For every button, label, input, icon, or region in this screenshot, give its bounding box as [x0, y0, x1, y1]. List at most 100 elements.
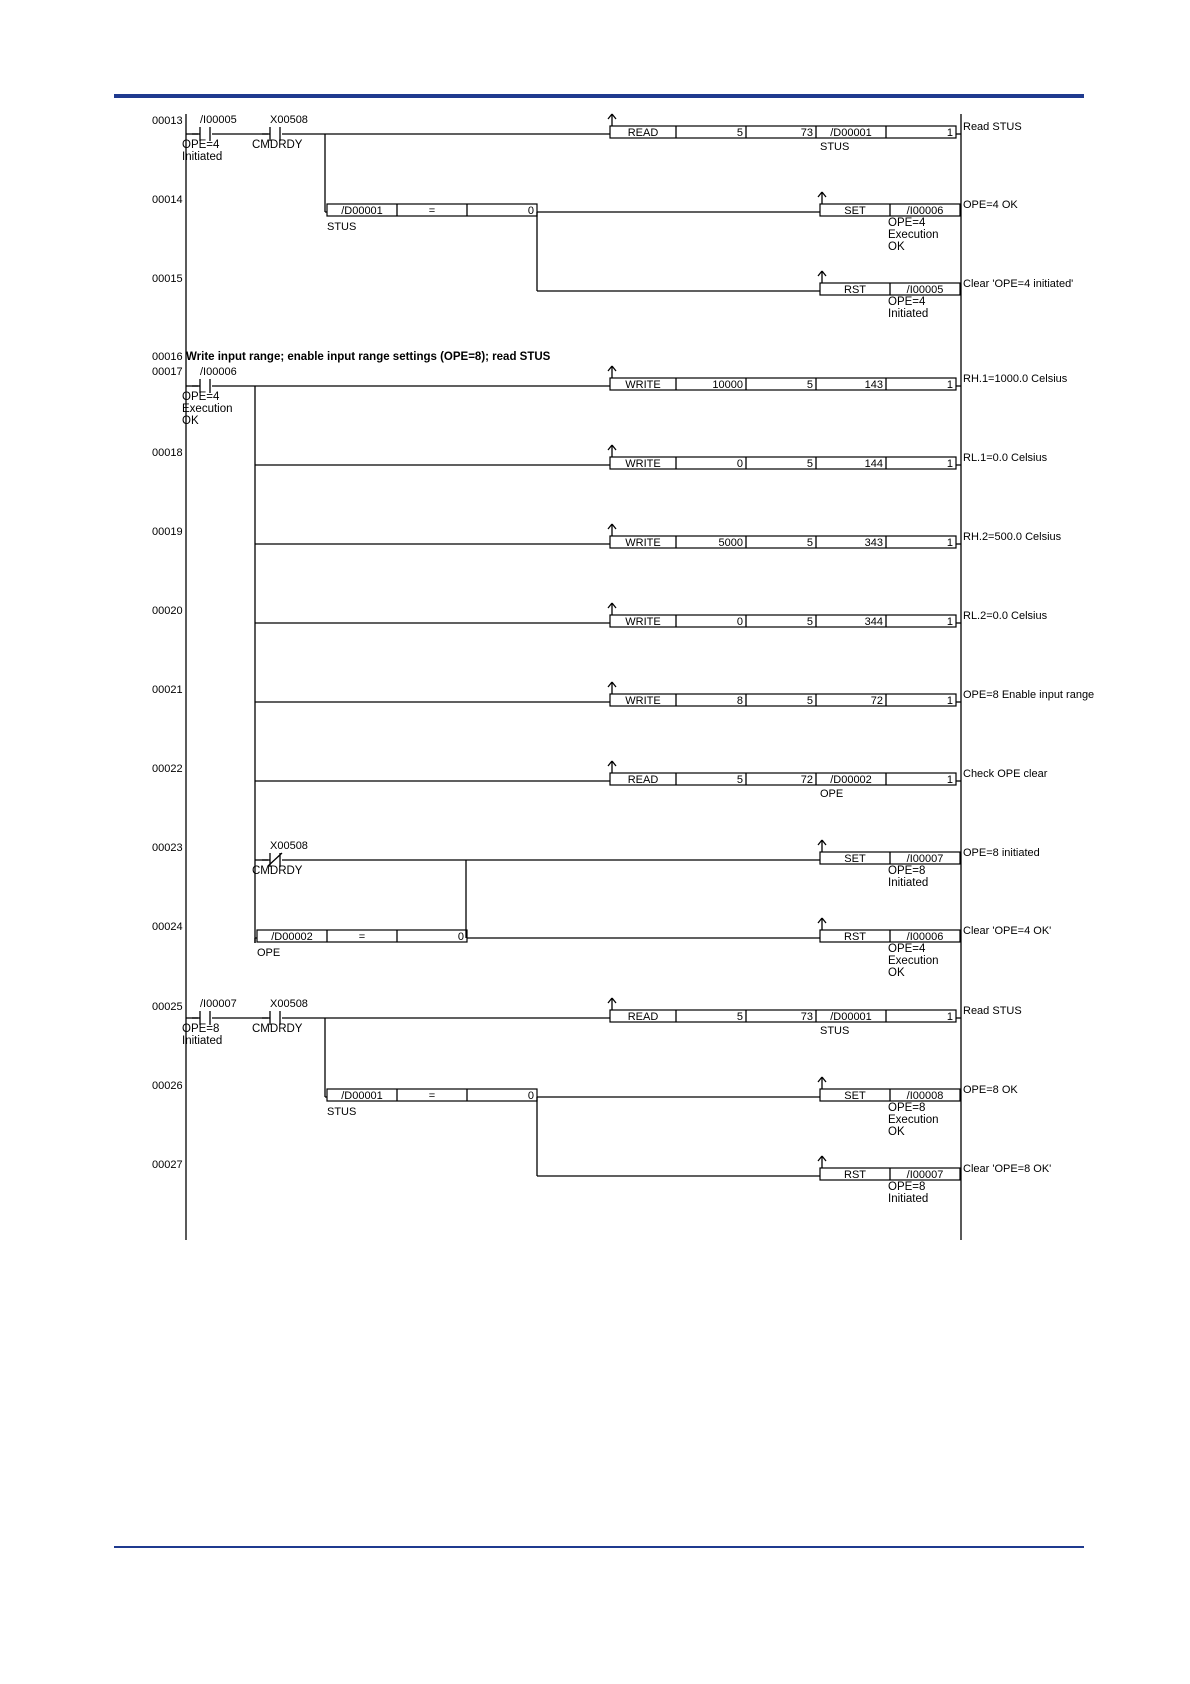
rst-i00007-operand: /I00007	[907, 1169, 944, 1181]
instruction-label: OPE	[820, 788, 843, 800]
instruction-comment: RH.2=500.0 Celsius	[963, 531, 1062, 543]
set-i00008-operand: /I00008	[907, 1090, 944, 1102]
footer-rule	[114, 1546, 1084, 1548]
instruction-write-edge	[607, 523, 613, 530]
instruction-write-value: 1	[947, 458, 953, 470]
set-i00008-cmd: SET	[844, 1090, 866, 1102]
instruction-comment: RL.2=0.0 Celsius	[963, 610, 1048, 622]
instruction-read-edge	[607, 760, 613, 767]
instruction-write-value: 0	[737, 458, 743, 470]
contact-x00508-label: CMDRDY	[252, 139, 303, 151]
instruction-read-operand: /D00002	[830, 774, 872, 786]
compare-stus-frame	[326, 203, 538, 217]
instruction-read-value: 72	[801, 774, 813, 786]
contact-i00006-label: Execution	[182, 403, 233, 415]
rung-comment: Write input range; enable input range se…	[186, 351, 551, 363]
set-i00007-edge	[821, 839, 827, 846]
contact-x00508-nc-address: X00508	[270, 840, 308, 852]
instruction-write-frame	[609, 456, 957, 470]
compare-stus-frame	[326, 1088, 538, 1102]
compare-stus-label: STUS	[327, 1106, 356, 1118]
read-stus-operand: /D00001	[830, 127, 872, 139]
header-rule	[114, 94, 1084, 98]
instruction-comment: RH.1=1000.0 Celsius	[963, 373, 1068, 385]
instruction-write-edge	[611, 444, 617, 451]
set-i00006-edge	[821, 191, 827, 198]
coil-label: OK	[888, 967, 905, 979]
instruction-write-edge	[607, 602, 613, 609]
instruction-read-frame	[609, 772, 957, 786]
write-rh1-frame	[609, 377, 957, 391]
instruction-write-cmd: WRITE	[625, 695, 660, 707]
read-stus-edge	[611, 997, 617, 1004]
rst-i00006-cmd: RST	[844, 931, 866, 943]
instruction-write-edge	[607, 444, 613, 451]
instruction-comment: OPE=8 initiated	[963, 847, 1040, 859]
rung-number: 00021	[152, 684, 183, 696]
contact-i00006-label: OK	[182, 415, 199, 427]
instruction-write-value: 5000	[719, 537, 743, 549]
instruction-write-value: 5	[807, 537, 813, 549]
instruction-write-value: 72	[871, 695, 883, 707]
set-i00008-edge	[821, 1076, 827, 1083]
contact-i00007-label: Initiated	[182, 1035, 222, 1047]
instruction-read-cmd: READ	[628, 774, 659, 786]
rung-number: 00023	[152, 842, 183, 854]
instruction-write-cmd: WRITE	[625, 616, 660, 628]
write-rh1-value: 10000	[712, 379, 743, 391]
rung-number: 00022	[152, 763, 183, 775]
set-i00006-operand: /I00006	[907, 205, 944, 217]
instruction-comment: RL.1=0.0 Celsius	[963, 452, 1048, 464]
rung-number: 00019	[152, 526, 183, 538]
rst-i00006-edge	[821, 917, 827, 924]
instruction-write-value: 8	[737, 695, 743, 707]
read-stus-edge	[607, 113, 613, 120]
instruction-comment: Clear 'OPE=4 initiated'	[963, 278, 1073, 290]
read-stus-cmd: READ	[628, 1011, 659, 1023]
set-i00006-edge	[817, 191, 823, 198]
instruction-comment: OPE=8 OK	[963, 1084, 1018, 1096]
compare-stus-label: STUS	[327, 221, 356, 233]
read-stus-value: 5	[737, 127, 743, 139]
instruction-label: STUS	[820, 141, 849, 153]
read-stus-frame	[609, 125, 957, 139]
compare-stus-operand: /D00001	[341, 1090, 383, 1102]
set-i00008-edge	[817, 1076, 823, 1083]
compare-stus-operator: =	[429, 1090, 435, 1102]
contact-x00508-address: X00508	[270, 114, 308, 126]
compare-ope-operand: /D00002	[271, 931, 313, 943]
rst-i00006-edge	[817, 917, 823, 924]
instruction-write-frame	[609, 535, 957, 549]
instruction-write-cmd: WRITE	[625, 537, 660, 549]
instruction-read-value: 1	[947, 774, 953, 786]
read-stus-value: 1	[947, 127, 953, 139]
coil-label: OPE=4	[888, 217, 926, 229]
coil-label: OPE=8	[888, 1102, 925, 1114]
rung-number: 00027	[152, 1159, 183, 1171]
rung-number: 00024	[152, 921, 183, 933]
instruction-write-edge	[611, 681, 617, 688]
rst-i00005-cmd: RST	[844, 284, 866, 296]
write-rh1-value: 1	[947, 379, 953, 391]
coil-label: OPE=8	[888, 1181, 925, 1193]
contact-x00508-nc-label: CMDRDY	[252, 865, 303, 877]
instruction-comment: Check OPE clear	[963, 768, 1048, 780]
read-stus-edge	[607, 997, 613, 1004]
rung-number: 00014	[152, 194, 183, 206]
contact-x00508-label: CMDRDY	[252, 1023, 303, 1035]
instruction-comment: Clear 'OPE=8 OK'	[963, 1163, 1051, 1175]
coil-label: Execution	[888, 1114, 939, 1126]
rst-i00006-operand: /I00006	[907, 931, 944, 943]
instruction-write-value: 343	[865, 537, 883, 549]
rung-number: 00016	[152, 351, 183, 363]
rung-number: 00015	[152, 273, 183, 285]
coil-label: OPE=4	[888, 296, 926, 308]
contact-x00508-nc-slash	[267, 852, 283, 867]
rst-i00007-edge	[821, 1155, 827, 1162]
instruction-comment: Clear 'OPE=4 OK'	[963, 925, 1051, 937]
read-stus-value: 5	[737, 1011, 743, 1023]
coil-label: OK	[888, 1126, 905, 1138]
read-stus-operand: /D00001	[830, 1011, 872, 1023]
set-i00007-operand: /I00007	[907, 853, 944, 865]
instruction-write-cmd: WRITE	[625, 458, 660, 470]
